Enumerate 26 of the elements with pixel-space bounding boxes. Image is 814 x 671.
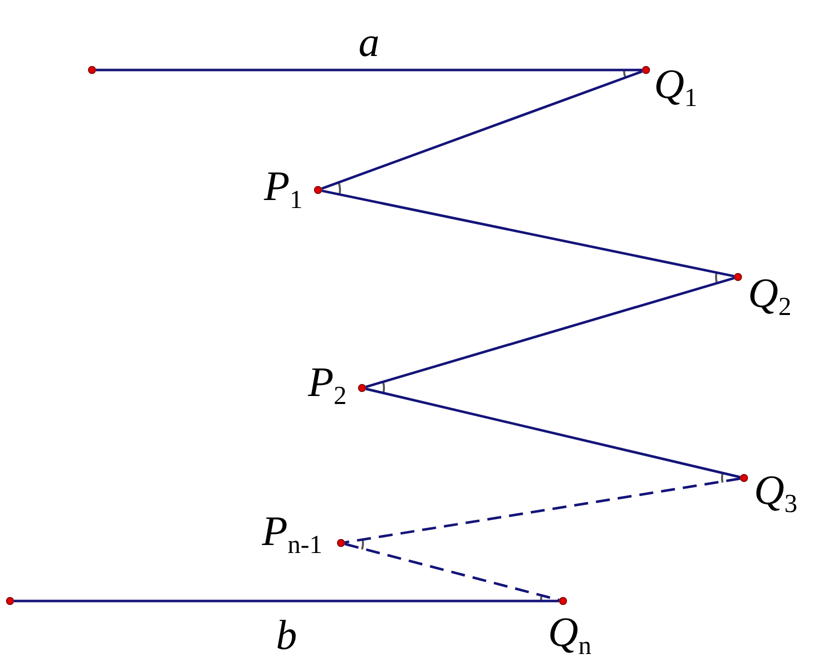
point-dot [314,186,322,194]
line-segment [366,388,740,478]
point-label: Q$_{1}$ [654,64,698,111]
point-dot [88,66,96,74]
point-label: Q$_{3}$ [754,470,798,517]
point-dot [734,273,742,281]
point-label: P$_{2}$ [308,362,347,409]
line-segment [365,276,735,388]
point-dot [740,474,748,482]
point-dot [6,597,14,605]
dashed-line-segment [344,477,740,544]
line-segment [322,190,734,278]
point-label: P$_{n-1}$ [262,511,322,558]
line-segment [14,600,559,602]
point-label: P$_{1}$ [264,166,303,213]
point-dot [642,66,650,74]
point-label: Q$_{2}$ [748,273,792,320]
point-label: Q$_{n}$ [548,612,592,659]
line-label: a [358,22,380,64]
point-dot [337,539,345,547]
line-segment [96,68,642,72]
line-segment [321,70,643,190]
dashed-line-segment [344,542,560,602]
point-dot [358,384,366,392]
line-label: b [276,615,297,657]
point-dot [559,597,567,605]
